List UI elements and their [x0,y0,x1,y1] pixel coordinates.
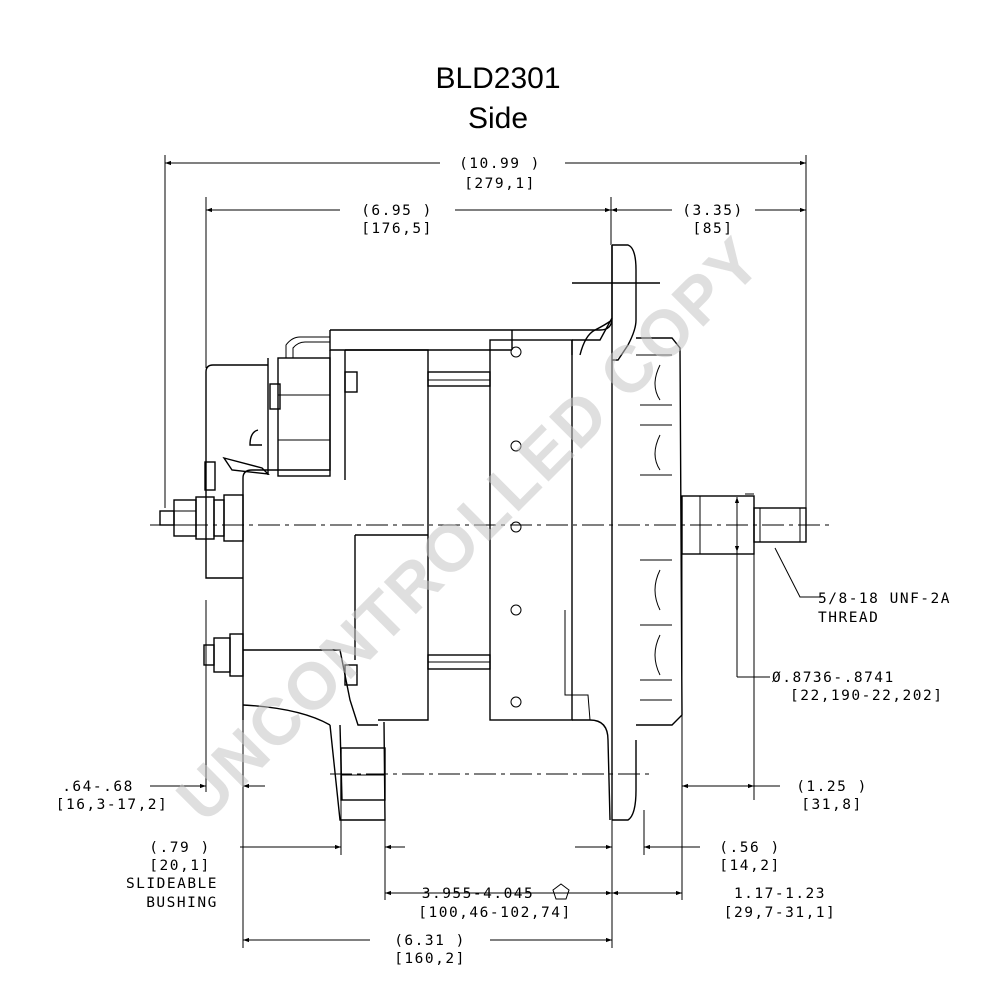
dim-shaft-extension-mm: [31,8] [801,797,862,813]
dim-overall-length-mm: [279,1] [464,176,536,192]
dim-pulley-offset-in: (.56 ) [719,840,780,856]
dim-thread-spec: 5/8-18 UNF-2A [818,591,951,607]
dim-body-length-in: (6.31 ) [394,933,466,949]
dim-front-section-in: (3.35) [682,203,743,219]
dim-shaft-extension-in: (1.25 ) [796,779,868,795]
dim-bushing-note-1: SLIDEABLE [126,876,218,892]
dim-bushing-in: (.79 ) [149,840,210,856]
dim-bushing-mm: [20,1] [149,858,210,874]
dim-rear-section-mm: [176,5] [361,221,433,237]
dim-stud-offset-in: .64-.68 [62,779,134,795]
alternator-outline [150,155,830,821]
watermark-uncontrolled-copy: UNCONTROLLED COPY [162,222,775,835]
dim-mount-span-mm: [100,46-102,74] [418,905,571,921]
drawing-title: BLD2301 [435,62,560,95]
dim-body-length-mm: [160,2] [394,951,466,967]
dim-shaft-diameter-mm: [22,190-22,202] [790,688,943,704]
dim-hub-length-in: 1.17-1.23 [734,886,826,902]
dim-shaft-diameter-in: Ø.8736-.8741 [772,670,895,686]
dim-thread-label: THREAD [818,610,879,626]
dimension-labels: (10.99 ) [279,1] (6.95 ) [176,5] (3.35) … [56,156,951,967]
drawing-view-label: Side [468,102,528,135]
dimension-lines [150,160,822,948]
dim-front-section-mm: [85] [693,221,734,237]
dim-bushing-note-2: BUSHING [146,895,218,911]
dim-overall-length-in: (10.99 ) [459,156,541,172]
dim-pulley-offset-mm: [14,2] [719,858,780,874]
dim-mount-span-in: 3.955-4.045 [422,886,535,902]
dim-rear-section-in: (6.95 ) [361,203,433,219]
dim-stud-offset-mm: [16,3-17,2] [56,797,169,813]
dim-hub-length-mm: [29,7-31,1] [724,905,837,921]
